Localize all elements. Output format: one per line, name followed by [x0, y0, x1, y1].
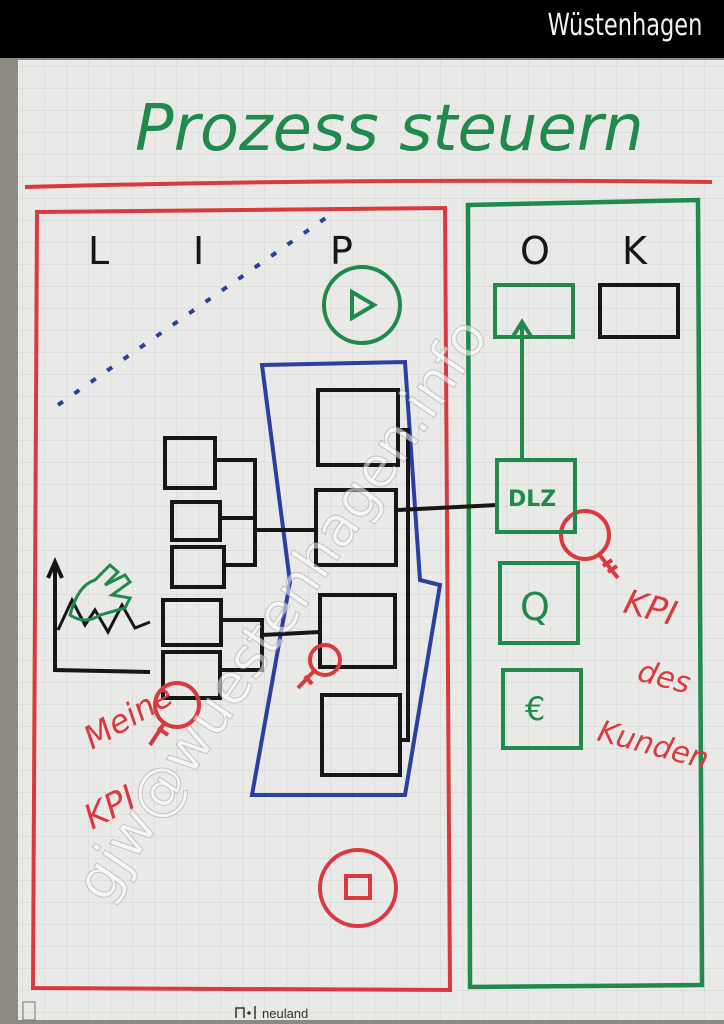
column-i: I — [193, 229, 204, 273]
process-container — [249, 359, 443, 797]
column-o: O — [520, 229, 550, 273]
input-connector — [220, 618, 321, 672]
euro-label: € — [525, 690, 545, 728]
process-box — [318, 593, 397, 669]
quality-label: Q — [520, 585, 550, 629]
page-title: Prozess steuern — [135, 92, 644, 166]
title-underline — [24, 178, 713, 189]
magnifier-icon — [559, 509, 620, 580]
dlz-label: DLZ — [508, 487, 556, 512]
process-box — [320, 693, 402, 777]
dlz-box — [495, 458, 577, 534]
input-connector — [215, 458, 316, 567]
top-bar: Wüstenhagen — [0, 0, 724, 58]
column-k: K — [622, 229, 648, 273]
input-box — [170, 500, 222, 542]
red-frame — [30, 205, 453, 993]
process-bracket — [398, 428, 410, 742]
process-box — [314, 488, 398, 567]
input-box — [161, 650, 222, 700]
magnifier-icon — [148, 681, 201, 747]
chart-axes — [46, 557, 151, 674]
process-box — [316, 388, 400, 467]
outcome-box — [493, 283, 575, 339]
brand-logo: Wüstenhagen — [547, 8, 702, 43]
dlz-connector — [397, 503, 498, 512]
neuland-mark-icon — [235, 1006, 256, 1019]
paper-grid — [18, 60, 724, 1020]
dotted-diagonal — [56, 213, 332, 407]
up-arrow-icon — [510, 318, 534, 460]
euro-box — [501, 668, 583, 750]
quality-box — [498, 561, 580, 645]
kpi-box — [598, 283, 680, 339]
stop-icon — [318, 848, 398, 928]
hand-icon — [68, 562, 133, 622]
input-box — [161, 598, 223, 647]
column-l: L — [88, 229, 109, 273]
magnifier-icon — [296, 643, 342, 690]
fsc-icon — [22, 1001, 36, 1021]
green-frame — [465, 197, 705, 990]
flipchart-photo: Prozess steuern L I P O K — [0, 58, 724, 1024]
input-box — [163, 436, 217, 490]
play-icon — [322, 265, 402, 345]
column-p: P — [330, 229, 353, 273]
footer-logo: neuland — [262, 1006, 308, 1021]
